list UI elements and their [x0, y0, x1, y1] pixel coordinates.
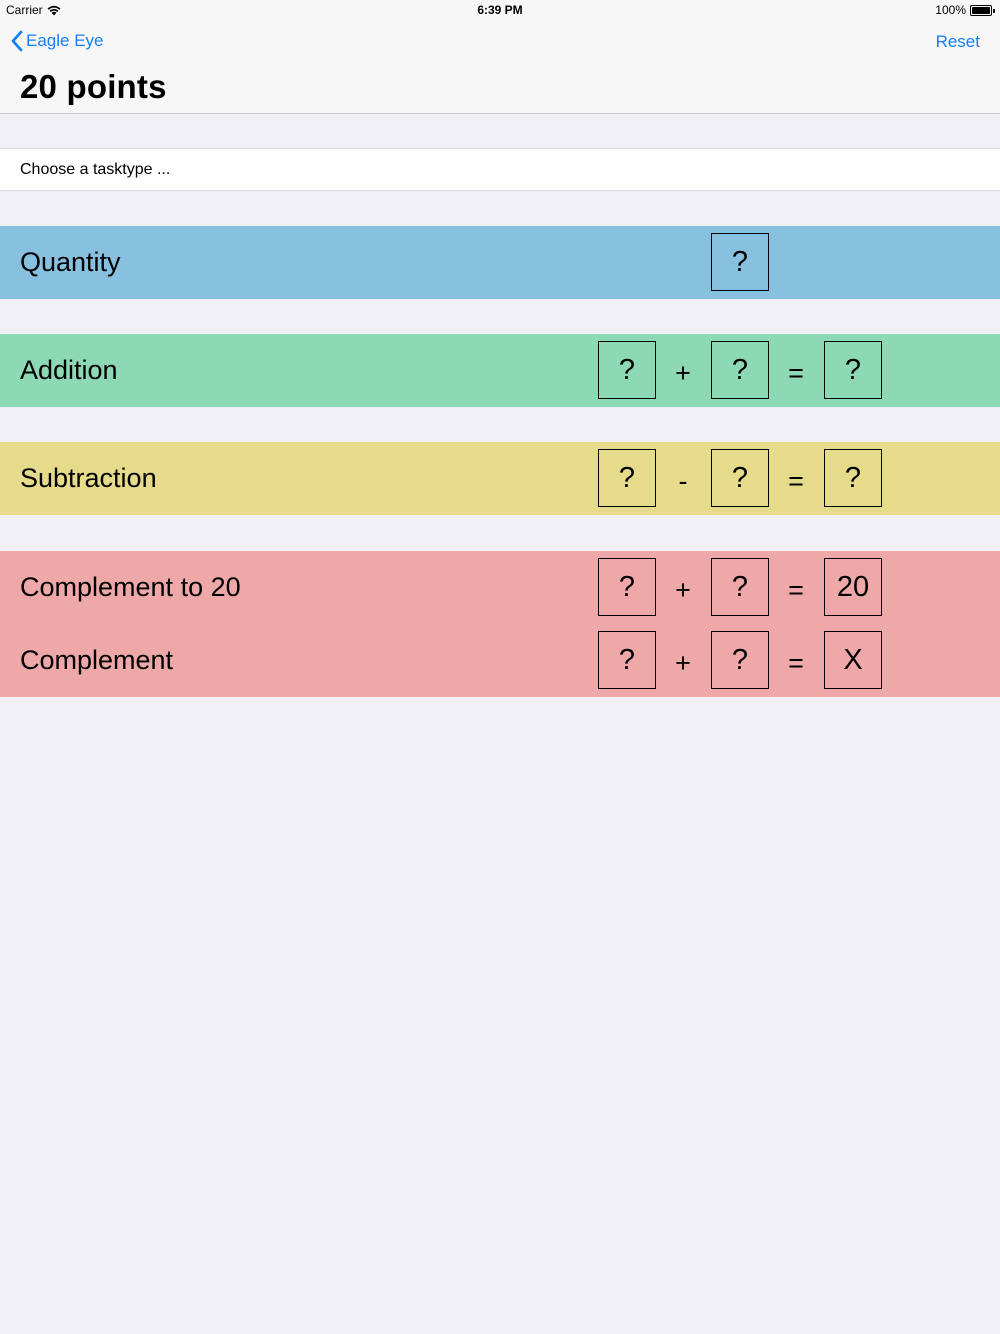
result-box: 20 [824, 558, 882, 616]
battery-indicator: 100% [935, 3, 995, 17]
task-label: Quantity [20, 247, 121, 277]
task-row-quantity[interactable]: Quantity ? [0, 226, 1000, 299]
choose-tasktype-label: Choose a tasktype ... [20, 160, 171, 178]
task-label: Addition [20, 355, 118, 385]
navigation-bar: Eagle Eye Reset 20 points [0, 20, 1000, 114]
operator-sign: + [675, 647, 691, 678]
equals-sign: = [788, 574, 804, 605]
result-box: ? [824, 449, 882, 507]
back-button[interactable]: Eagle Eye [10, 30, 104, 52]
operand-box: ? [598, 449, 656, 507]
carrier-label: Carrier [6, 3, 43, 17]
result-box: X [824, 631, 882, 689]
choose-tasktype-header: Choose a tasktype ... [0, 148, 1000, 191]
carrier-indicator: Carrier [6, 3, 61, 17]
operand-box: ? [598, 341, 656, 399]
reset-button[interactable]: Reset [935, 32, 980, 51]
back-button-label: Eagle Eye [26, 31, 104, 50]
wifi-icon [47, 5, 61, 15]
task-label: Subtraction [20, 463, 157, 493]
status-time: 6:39 PM [477, 3, 523, 17]
operator-sign: - [678, 465, 688, 496]
operator-sign: + [675, 357, 691, 388]
operand-box: ? [598, 631, 656, 689]
task-row-complement-to-20[interactable]: Complement to 20 ? + ? = 20 [0, 551, 1000, 624]
equals-sign: = [788, 647, 804, 678]
operator-sign: + [675, 574, 691, 605]
result-box: ? [824, 341, 882, 399]
equals-sign: = [788, 465, 804, 496]
chevron-left-icon [11, 30, 23, 52]
operand-box: ? [711, 558, 769, 616]
status-bar: Carrier 6:39 PM 100% [0, 0, 1000, 20]
task-row-complement[interactable]: Complement ? + ? = X [0, 624, 1000, 697]
page-title: 20 points [20, 68, 167, 105]
task-row-subtraction[interactable]: Subtraction ? - ? = ? [0, 442, 1000, 515]
task-row-addition[interactable]: Addition ? + ? = ? [0, 334, 1000, 407]
task-label: Complement [20, 645, 174, 675]
operand-box: ? [711, 449, 769, 507]
battery-percent: 100% [935, 3, 966, 17]
equals-sign: = [788, 357, 804, 388]
battery-fill [972, 6, 990, 14]
answer-box: ? [711, 233, 769, 291]
task-label: Complement to 20 [20, 572, 241, 602]
operand-box: ? [711, 631, 769, 689]
operand-box: ? [598, 558, 656, 616]
battery-icon [970, 4, 995, 16]
operand-box: ? [711, 341, 769, 399]
